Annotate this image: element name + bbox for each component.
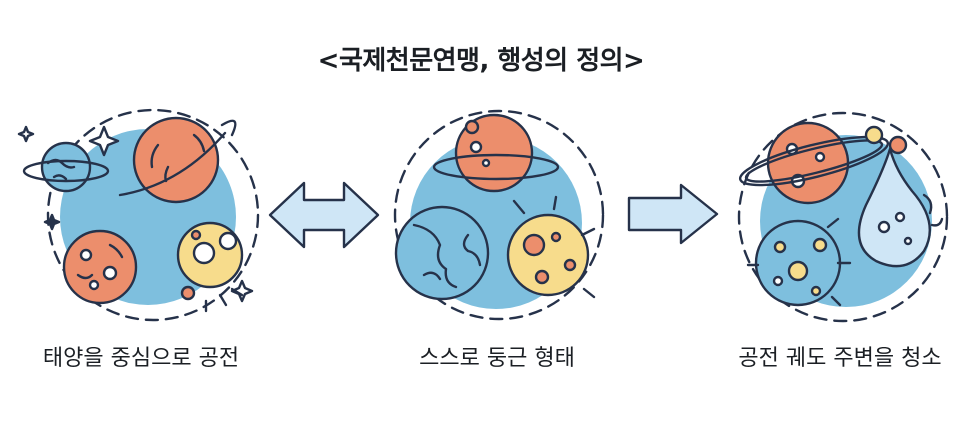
orbit-dashed-ring <box>393 109 605 321</box>
orbit-dashed-ring <box>46 108 260 322</box>
caption-clearing: 공전 궤도 주변을 청소 <box>738 346 942 371</box>
blue-spotted-planet-icon <box>746 217 852 307</box>
right-arrow-icon <box>627 183 719 245</box>
ringed-planet-icon <box>738 121 890 205</box>
sparkle-icon <box>88 125 120 157</box>
sparkle-icon <box>17 125 35 143</box>
comet-icon <box>857 135 944 268</box>
page-title: <국제천문연맹, 행성의 정의> <box>317 46 645 76</box>
sparkle-icon <box>230 279 254 303</box>
orbit-dashed-ring <box>737 111 949 323</box>
spotted-planet-icon <box>62 229 138 305</box>
caption-round: 스스로 둥근 형태 <box>419 346 575 371</box>
cream-moon-icon <box>176 221 244 313</box>
cream-moon-icon <box>506 195 596 299</box>
globe-icon <box>394 205 490 301</box>
panel-round-illustration <box>393 109 605 321</box>
small-earth-icon <box>22 141 110 193</box>
sparkle-icon <box>43 213 61 231</box>
ringed-planet-icon <box>118 116 237 204</box>
panel-clearing-illustration <box>737 111 949 323</box>
caption-orbit: 태양을 중심으로 공전 <box>42 346 240 371</box>
ringed-planet-icon <box>432 113 560 193</box>
panel-orbit-illustration <box>17 108 260 322</box>
double-arrow-icon <box>268 181 380 249</box>
